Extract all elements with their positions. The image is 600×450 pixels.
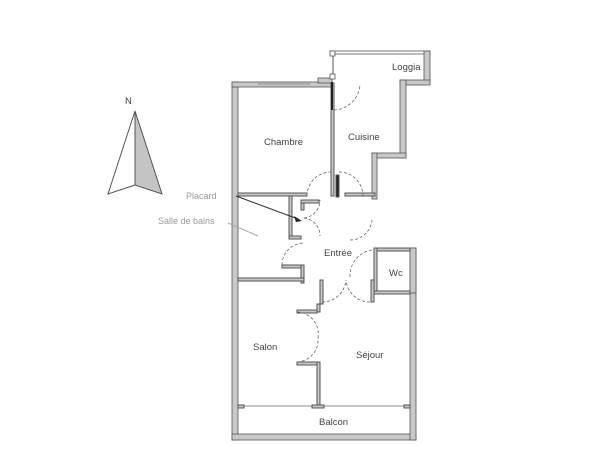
- room-label-entree: Entrée: [324, 248, 352, 259]
- compass-label: N: [125, 96, 132, 107]
- door-swings: [281, 83, 373, 363]
- interior-walls: [237, 82, 411, 409]
- placard-leader-line: [235, 195, 299, 220]
- room-label-cuisine: Cuisine: [348, 132, 380, 143]
- room-label-wc: Wc: [389, 268, 403, 279]
- exterior-walls: [231, 50, 431, 441]
- room-label-loggia: Loggia: [392, 62, 421, 73]
- room-label-sejour: Séjour: [356, 350, 383, 361]
- room-label-balcon: Balcon: [319, 417, 348, 428]
- annotation-salle-de-bains: Salle de bains: [158, 216, 215, 226]
- room-label-chambre: Chambre: [264, 137, 303, 148]
- room-label-salon: Salon: [253, 342, 277, 353]
- annotation-placard: Placard: [186, 191, 217, 201]
- north-arrow-icon: [107, 110, 163, 195]
- salle-de-bains-leader-line: [227, 222, 259, 237]
